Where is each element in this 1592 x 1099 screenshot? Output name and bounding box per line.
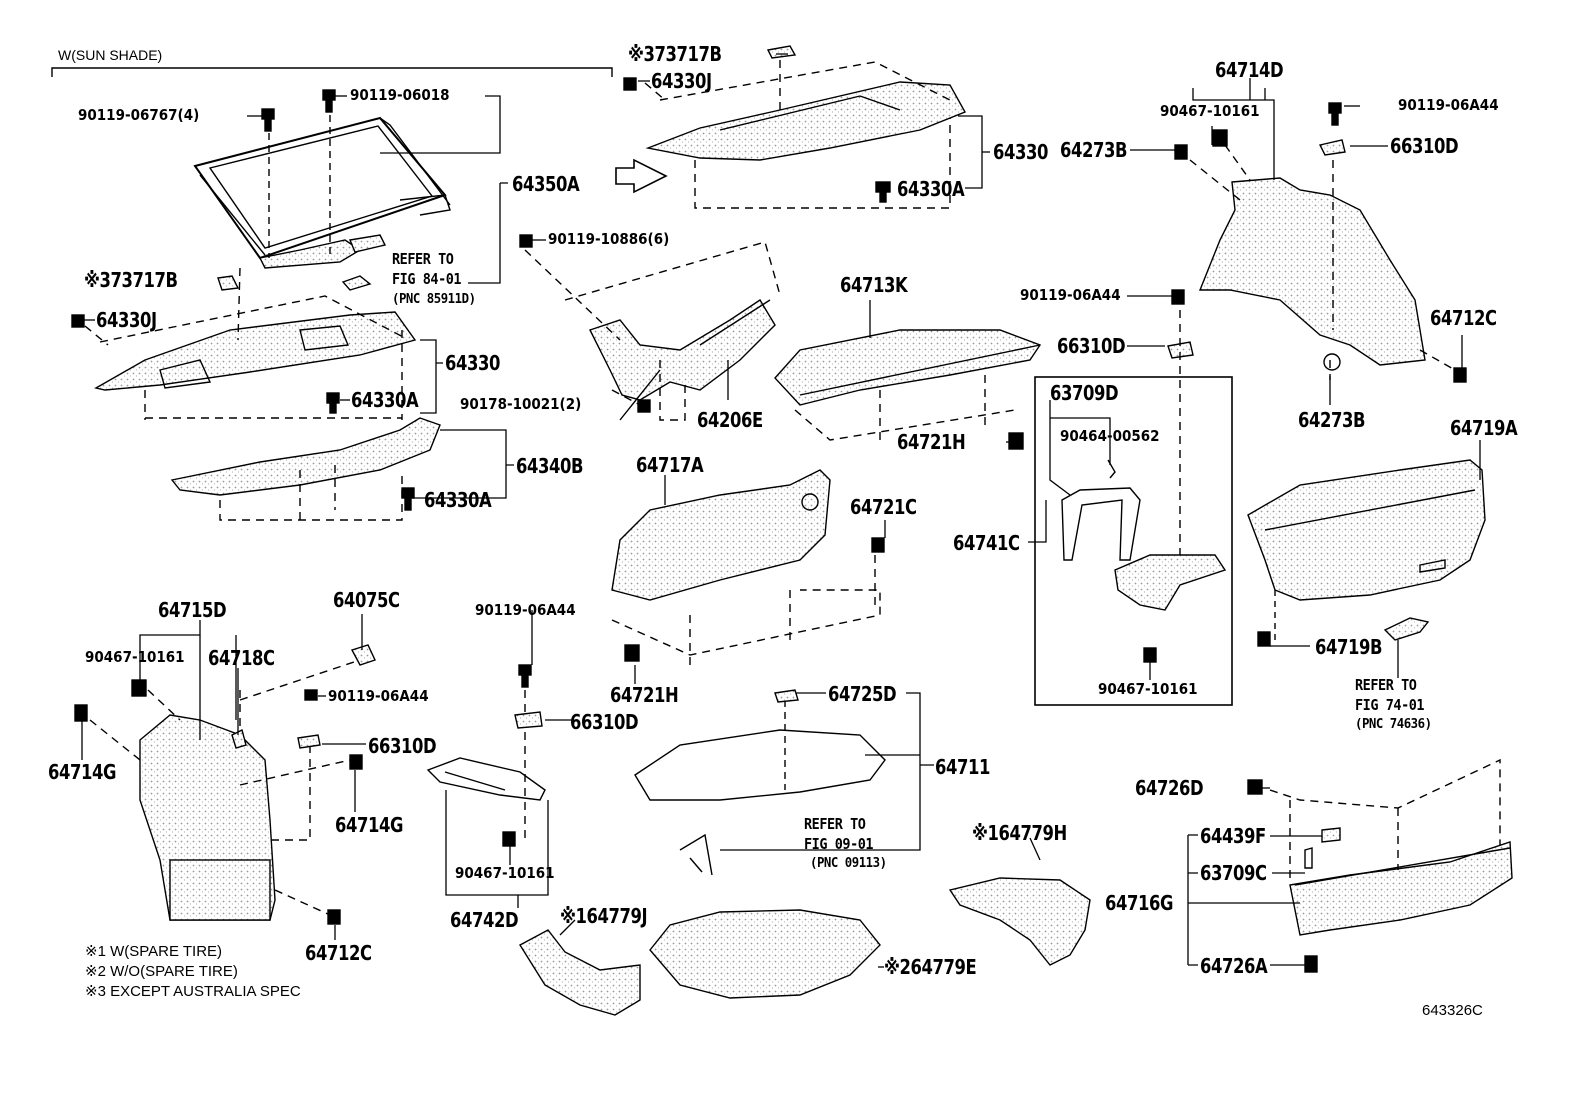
callout-64273B-bottom: 64273B <box>1298 408 1366 432</box>
callout-90119-06A44-center: 90119-06A44 <box>475 601 576 619</box>
callout-64742D: 64742D <box>450 908 519 932</box>
callout-63709C: 63709C <box>1200 861 1267 885</box>
refer-09-line2: FIG 09-01 <box>804 835 874 853</box>
footnote-3: ※3 EXCEPT AUSTRALIA SPEC <box>85 983 301 1000</box>
refer-09-line3: (PNC 09113) <box>810 856 887 871</box>
callout-90119-06A44-left: 90119-06A44 <box>328 687 429 705</box>
callout-64779J: ※164779J <box>560 904 648 928</box>
tray-64742D <box>426 757 546 801</box>
detail-box <box>1034 376 1233 706</box>
callout-64721C: 64721C <box>850 495 917 519</box>
callout-66310D-tr: 66310D <box>1390 134 1459 158</box>
callout-90467-10161-left: 90467-10161 <box>85 648 185 666</box>
footnote-1: ※1 W(SPARE TIRE) <box>85 943 223 960</box>
floor-mat-64711 <box>634 729 886 801</box>
callout-64330-left: 64330 <box>445 351 501 375</box>
callout-90119-06767: 90119-06767(4) <box>78 106 200 124</box>
callout-90467-10161-box: 90467-10161 <box>1098 680 1198 698</box>
callout-64711: 64711 <box>935 755 991 779</box>
callout-64725D: 64725D <box>828 682 897 706</box>
callout-64330J-top: 64330J <box>651 69 712 93</box>
callout-64719A: 64719A <box>1450 416 1518 440</box>
callout-64340B: 64340B <box>516 454 584 478</box>
refer-84-line1: REFER TO <box>392 250 454 268</box>
callout-64726A: 64726A <box>1200 954 1268 978</box>
refer-84-line3: (PNC 85911D) <box>392 292 476 307</box>
callout-64726D: 64726D <box>1135 776 1204 800</box>
callout-64779H: ※164779H <box>972 821 1067 845</box>
callout-90467-10161-tr: 90467-10161 <box>1160 102 1260 120</box>
callout-64439F: 64439F <box>1200 824 1266 848</box>
tray-64779E <box>649 909 881 999</box>
callout-90119-06A44-tr: 90119-06A44 <box>1398 96 1499 114</box>
callout-64717A: 64717A <box>636 453 704 477</box>
shelf-64340B <box>170 417 441 496</box>
bracket-64206E <box>589 299 776 421</box>
callout-73717B-left: ※373717B <box>84 268 178 292</box>
callout-66310D-center: 66310D <box>570 710 639 734</box>
callout-64330-top: 64330 <box>993 140 1049 164</box>
box-parts <box>1061 459 1227 611</box>
callout-63709D: 63709D <box>1050 381 1119 405</box>
foam-64779H <box>948 877 1091 966</box>
sunshade-variant-label: W(SUN SHADE) <box>58 47 163 63</box>
callout-64715D: 64715D <box>158 598 227 622</box>
callout-64741C: 64741C <box>953 531 1020 555</box>
scuff-plate-64716G <box>1289 841 1513 936</box>
foam-64779J <box>519 929 641 1016</box>
callout-64719B: 64719B <box>1315 635 1383 659</box>
side-trim-64715D <box>139 714 276 921</box>
sun-shade-assembly <box>193 116 451 291</box>
screw-icon-group <box>261 89 336 132</box>
callout-64273B-top: 64273B <box>1060 138 1128 162</box>
package-tray-left <box>94 311 417 391</box>
callout-64712C-left: 64712C <box>305 941 372 965</box>
package-tray-top <box>645 81 966 161</box>
callout-73717B-top: ※373717B <box>628 42 722 66</box>
callout-66310D-mid: 66310D <box>1057 334 1126 358</box>
callout-90119-06018: 90119-06018 <box>350 86 450 104</box>
callout-64330A-left: 64330A <box>351 388 419 412</box>
refer-84-line2: FIG 84-01 <box>392 270 462 288</box>
refer-74-line3: (PNC 74636) <box>1355 717 1432 732</box>
callout-64330A-left2: 64330A <box>424 488 492 512</box>
callout-90119-06A44-mid: 90119-06A44 <box>1020 286 1121 304</box>
trunk-lid-trim <box>1247 459 1486 601</box>
callout-90119-10886: 90119-10886(6) <box>548 230 670 248</box>
callout-64330A-top: 64330A <box>897 177 965 201</box>
callout-90178-10021: 90178-10021(2) <box>460 395 582 413</box>
side-trim-64714D <box>1198 177 1426 366</box>
callout-64718C: 64718C <box>208 646 275 670</box>
refer-09-line1: REFER TO <box>804 815 866 833</box>
callout-64350A: 64350A <box>512 172 580 196</box>
callout-64721H-mid: 64721H <box>897 430 966 454</box>
refer-74-line2: FIG 74-01 <box>1355 696 1425 714</box>
floor-side-64713K <box>774 329 1042 406</box>
arrow-icon <box>615 158 668 194</box>
callout-66310D-left: 66310D <box>368 734 437 758</box>
callout-64721H-low: 64721H <box>610 683 679 707</box>
callout-64713K: 64713K <box>840 273 908 297</box>
callout-64779E: ※264779E <box>884 955 977 979</box>
callout-64712C-right: 64712C <box>1430 306 1497 330</box>
callout-64714G-mid: 64714G <box>335 813 404 837</box>
callout-64714G-left: 64714G <box>48 760 117 784</box>
callout-64075C: 64075C <box>333 588 400 612</box>
callout-90464-00562: 90464-00562 <box>1060 427 1160 445</box>
callout-64714D: 64714D <box>1215 58 1284 82</box>
footnote-2: ※2 W/O(SPARE TIRE) <box>85 963 238 980</box>
callout-64206E: 64206E <box>697 408 763 432</box>
callout-64330J-left: 64330J <box>96 308 157 332</box>
refer-74-line1: REFER TO <box>1355 676 1417 694</box>
callout-90467-10161-center: 90467-10161 <box>455 864 555 882</box>
figure-id: 643326C <box>1422 1002 1483 1019</box>
sunshade-group-bracket <box>51 67 613 77</box>
floor-board-64717A <box>611 469 831 601</box>
callout-64716G: 64716G <box>1105 891 1174 915</box>
